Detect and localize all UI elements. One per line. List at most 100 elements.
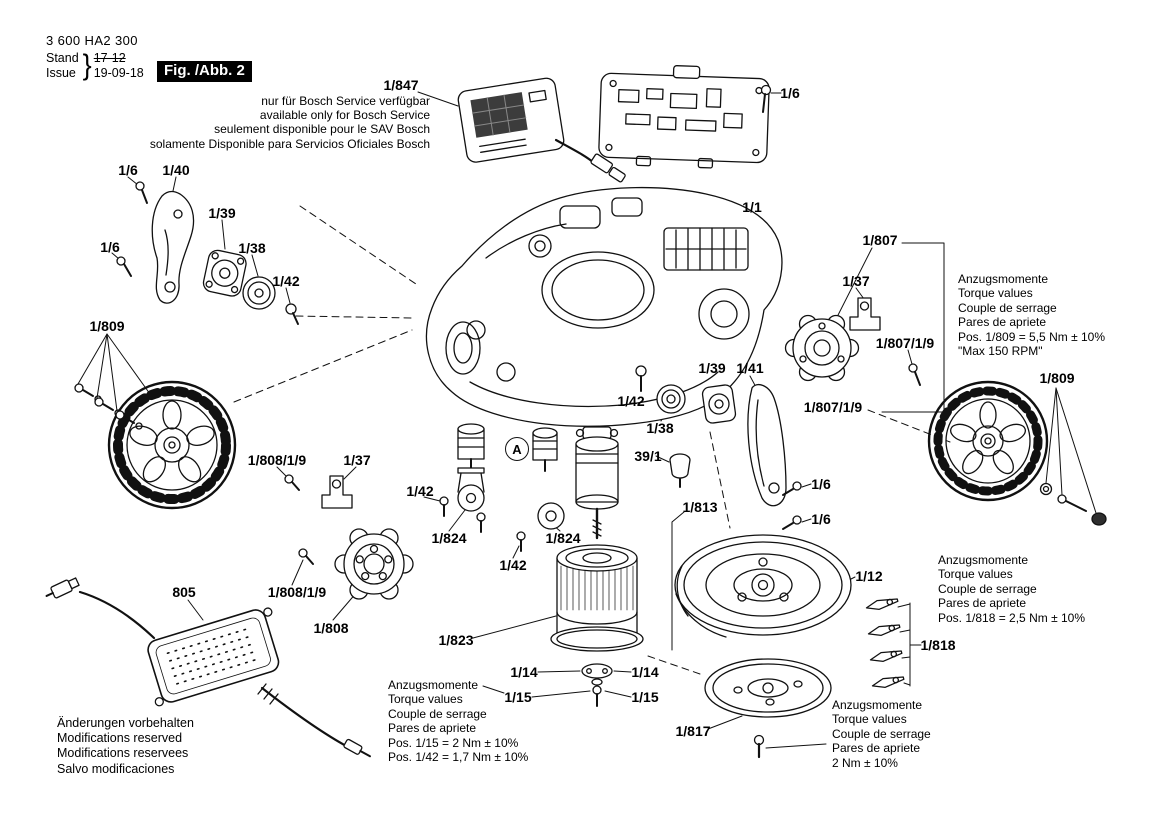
gear-assembly-right-part: [784, 314, 860, 382]
screw-part: [116, 256, 132, 277]
screw-part: [115, 410, 143, 430]
text-line: Pares de apriete: [958, 315, 1047, 330]
part-label-1-824: 1/824: [431, 530, 467, 546]
motor-mount-left-part: [202, 249, 247, 297]
screw-part: [298, 548, 314, 565]
part-label-1-6: 1/6: [118, 162, 138, 178]
clamp-bracket-right-part: [849, 297, 881, 331]
blade-disc-part: [704, 658, 832, 718]
text-line: Pos. 1/15 = 2 Nm ± 10%: [388, 735, 519, 750]
motor-mount-right-part: [701, 384, 737, 424]
pulley-disc-center-part: [656, 384, 686, 414]
text-line: Torque values: [938, 567, 1013, 582]
bracket-1-40-part: [151, 190, 195, 304]
text-line: Modifications reservees: [57, 746, 189, 761]
text-line: Torque values: [388, 692, 463, 707]
part-label-1-809: 1/809: [89, 318, 125, 334]
issue-date: 19-09-18: [93, 65, 144, 80]
part-label-1-12: 1/12: [855, 568, 883, 584]
text-line: Anzugsmomente: [388, 678, 479, 692]
text-line: Couple de serrage: [832, 726, 931, 741]
part-label-1-807: 1/807: [862, 232, 898, 248]
drive-motor-small-part: [457, 423, 485, 471]
screw-part: [591, 678, 603, 707]
screw-part: [782, 481, 802, 496]
part-label-1-42: 1/42: [406, 483, 434, 499]
part-label-1-1: 1/1: [742, 199, 762, 215]
chassis-part: [425, 186, 783, 427]
charger-cable: [554, 138, 626, 183]
part-label-1-14: 1/14: [631, 664, 659, 680]
revision-brace: }: [82, 49, 92, 81]
part-label-1-807-1-9: 1/807/1/9: [803, 399, 863, 415]
screw-part: [753, 734, 765, 759]
part-label-1-14: 1/14: [510, 664, 538, 680]
part-label-1-39: 1/39: [698, 360, 726, 376]
text-line: Torque values: [832, 712, 907, 727]
part-label-1-808-1-9: 1/808/1/9: [247, 452, 307, 468]
pulley-disc-left-part: [242, 276, 276, 310]
right-wheel-part: [927, 380, 1107, 526]
screw-part: [635, 365, 647, 392]
screw-part: [908, 363, 921, 386]
part-label-39-1: 39/1: [634, 448, 662, 464]
caster-wheel-part: [457, 467, 485, 512]
part-label-1-39: 1/39: [208, 205, 236, 221]
screw-part: [1057, 494, 1087, 512]
part-label-1-847: 1/847: [383, 77, 419, 93]
part-label-1-37: 1/37: [343, 452, 371, 468]
part-label-1-6: 1/6: [811, 476, 831, 492]
text-line: Modifications reserved: [57, 731, 183, 746]
part-label-1-817: 1/817: [675, 723, 711, 739]
part-label-1-807-1-9: 1/807/1/9: [875, 335, 935, 351]
blade-part: [865, 598, 899, 610]
figure-title: Fig. /Abb. 2: [157, 61, 252, 82]
part-label-1-41: 1/41: [736, 360, 764, 376]
text-line: Pares de apriete: [938, 596, 1027, 611]
text-line: Änderungen vorbehalten: [57, 716, 194, 730]
text-line: Torque values: [958, 286, 1033, 301]
left-wheel-part: [107, 380, 237, 510]
text-line: Couple de serrage: [958, 300, 1057, 315]
part-label-1-809: 1/809: [1039, 370, 1075, 386]
blade-part: [867, 624, 901, 636]
text-line: Pares de apriete: [388, 721, 477, 736]
part-label-1-813: 1/813: [682, 499, 718, 515]
text-line: Couple de serrage: [938, 581, 1037, 596]
power-cord: [45, 577, 371, 758]
detail-marker-a: A: [505, 437, 529, 461]
part-label-1-6: 1/6: [780, 85, 800, 101]
revision-block: Stand Issue } 17-12 19-09-18: [46, 49, 144, 81]
screw-part: [285, 303, 299, 325]
part-label-1-37: 1/37: [842, 273, 870, 289]
deck-housing-part: [550, 544, 644, 652]
text-line: Pos. 1/42 = 1,7 Nm ± 10%: [388, 750, 529, 765]
part-label-1-15: 1/15: [504, 689, 532, 705]
blade-part: [871, 676, 905, 688]
text-line: Salvo modificaciones: [57, 761, 175, 776]
pulley-part: [537, 502, 565, 530]
issue-label: Issue: [46, 65, 76, 80]
text-line: Couple de serrage: [388, 706, 487, 721]
washer-plate-part: [581, 663, 613, 679]
part-label-1-823: 1/823: [438, 632, 474, 648]
text-line: Anzugsmomente: [938, 553, 1029, 567]
part-label-1-38: 1/38: [646, 420, 674, 436]
product-number: 3 600 HA2 300: [46, 33, 138, 48]
charger-module-part: [457, 77, 565, 163]
text-line: available only for Bosch Service: [259, 108, 430, 123]
gear-assembly-left-part: [334, 528, 414, 600]
screw-part: [135, 181, 148, 204]
text-line: Anzugsmomente: [958, 272, 1049, 286]
screw-part: [439, 496, 449, 517]
text-line: Pos. 1/818 = 2,5 Nm ± 10%: [938, 610, 1085, 625]
insert-part: [669, 453, 691, 488]
part-label-1-40: 1/40: [162, 162, 190, 178]
